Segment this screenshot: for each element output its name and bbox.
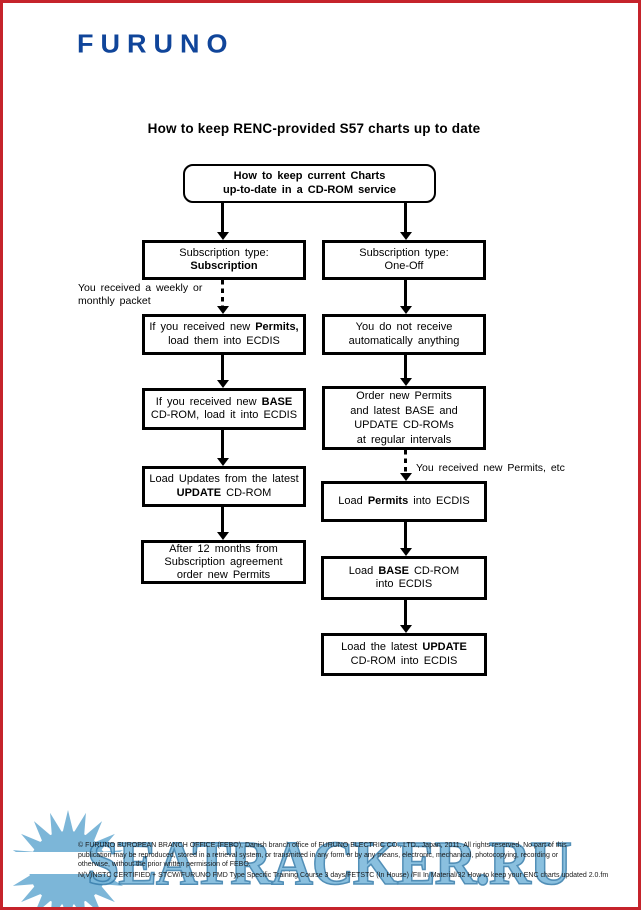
flow-box-load-new-permits: If you received new Permits, load them i…: [142, 314, 306, 355]
arrow-shaft: [221, 280, 224, 308]
flow-box-load-new-base: If you received new BASE CD-ROM, load it…: [142, 388, 306, 430]
box-line: Load BASE CD-ROM: [349, 565, 459, 579]
arrow-root-to-subscription: [216, 203, 229, 240]
box-line: UPDATE CD-ROMs: [354, 419, 454, 431]
box-line: Subscription: [190, 260, 257, 274]
box-line: If you received new BASE: [156, 396, 292, 410]
bold-text: Permits,: [255, 321, 299, 333]
arrow-shaft: [404, 522, 407, 550]
box-line: One-Off: [384, 260, 424, 272]
note-received-permits: You received new Permits, etc: [416, 462, 565, 474]
page-title: How to keep RENC-provided S57 charts up …: [147, 121, 481, 136]
arrow-shaft: [221, 507, 224, 534]
text-segment: CD-ROM: [413, 564, 460, 577]
box-line: at regular intervals: [356, 433, 452, 446]
arrow-head-icon: [216, 306, 229, 314]
document-reference-text: N(V)NSTC CERTIFIED + STCW/FURUNO FMD Typ…: [78, 872, 609, 879]
arrow-receive-to-order: [399, 355, 412, 386]
note-line: monthly packet: [78, 295, 151, 307]
bold-text: Subscription: [190, 260, 258, 272]
flow-box-order-permits: Order new Permits and latest BASE and UP…: [322, 386, 486, 450]
box-line: CD-ROM, load it into ECDIS: [150, 409, 298, 421]
arrow-permits-to-base: [216, 355, 229, 388]
box-line: Load Permits into ECDIS: [338, 495, 469, 509]
box-line: Subscription type:: [359, 246, 449, 259]
arrow-head-icon: [216, 232, 229, 240]
arrow-root-to-oneoff: [399, 203, 412, 240]
bold-text: Permits: [367, 494, 409, 507]
arrow-oneoff-to-receive: [399, 280, 412, 314]
arrow-shaft: [404, 450, 407, 475]
box-line: and latest BASE and: [350, 404, 458, 417]
flow-box-renew-permits: After 12 months from Subscription agreem…: [141, 540, 306, 584]
arrow-shaft: [221, 430, 224, 460]
arrow-head-icon: [216, 458, 229, 466]
arrow-update-to-renew: [216, 507, 229, 540]
arrow-base-to-update: [216, 430, 229, 466]
text-segment: Load: [348, 564, 374, 577]
box-line: Order new Permits: [356, 390, 452, 402]
furuno-logo: FURUNO: [77, 29, 235, 59]
box-line: Subscription agreement: [164, 555, 283, 568]
box-line: You do not receive: [355, 321, 453, 333]
arrow-shaft: [404, 600, 407, 627]
flow-box-load-permits: Load Permits into ECDIS: [321, 481, 487, 522]
note-line: You received a weekly or: [78, 282, 203, 294]
box-line: order new Permits: [176, 568, 271, 581]
box-line: How to keep current Charts: [233, 170, 386, 182]
box-line: UPDATE CD-ROM: [177, 487, 272, 501]
box-line: After 12 months from: [169, 542, 278, 555]
box-line: Load the latest UPDATE: [341, 641, 467, 655]
arrow-head-icon: [399, 473, 412, 481]
box-line: automatically anything: [348, 334, 460, 347]
text-segment: into ECDIS: [413, 494, 470, 507]
watermark-text: SEATRACKER.RU: [86, 827, 572, 899]
box-line: load them into ECDIS: [168, 334, 280, 347]
arrow-shaft: [404, 355, 407, 380]
text-segment: If you received new: [149, 321, 251, 333]
flow-box-load-base: Load BASE CD-ROM into ECDIS: [321, 556, 487, 600]
text-segment: Load: [338, 494, 363, 507]
arrow-head-icon: [216, 380, 229, 388]
arrow-shaft: [221, 355, 224, 382]
bold-text: BASE: [261, 395, 293, 408]
arrow-head-icon: [399, 625, 412, 633]
box-line: CD-ROM into ECDIS: [350, 654, 458, 667]
arrow-shaft: [221, 203, 224, 234]
arrow-head-icon: [399, 306, 412, 314]
box-line: up-to-date in a CD-ROM service: [222, 183, 397, 196]
copyright-text: © FURUNO EUROPEAN BRANCH OFFICE (FEBO), …: [78, 842, 567, 868]
dashed-arrow-order-to-load-permits: [399, 450, 412, 481]
flow-box-subscription-type-left: Subscription type: Subscription: [142, 240, 306, 280]
flow-box-load-updates: Load Updates from the latest UPDATE CD-R…: [142, 466, 306, 507]
arrow-load-base-to-update: [399, 600, 412, 633]
box-line: into ECDIS: [375, 578, 433, 590]
note-weekly-packet: You received a weekly or monthly packet: [78, 282, 220, 308]
arrow-load-permits-to-base: [399, 522, 412, 556]
flow-box-subscription-type-right: Subscription type: One-Off: [322, 240, 486, 280]
text-segment: If you received new: [155, 395, 257, 408]
flow-box-no-automatic-receive: You do not receive automatically anythin…: [322, 314, 486, 355]
arrow-shaft: [404, 203, 407, 234]
flow-box-load-latest-update: Load the latest UPDATE CD-ROM into ECDIS: [321, 633, 487, 676]
arrow-head-icon: [399, 232, 412, 240]
sun-logo-icon: [3, 810, 138, 907]
dashed-arrow-subscription-to-permits: [216, 280, 229, 314]
bold-text: UPDATE: [176, 486, 222, 499]
arrow-head-icon: [399, 548, 412, 556]
arrow-shaft: [404, 280, 407, 308]
box-line: If you received new Permits,: [149, 321, 298, 335]
text-segment: Load the latest: [341, 641, 418, 653]
flow-box-root: How to keep current Charts up-to-date in…: [183, 164, 436, 203]
bold-text: UPDATE: [422, 641, 467, 653]
box-line: Subscription type:: [179, 246, 269, 259]
arrow-head-icon: [399, 378, 412, 386]
text-segment: CD-ROM: [226, 486, 272, 499]
bold-text: BASE: [378, 564, 409, 577]
box-line: Load Updates from the latest: [149, 473, 299, 485]
arrow-head-icon: [216, 532, 229, 540]
